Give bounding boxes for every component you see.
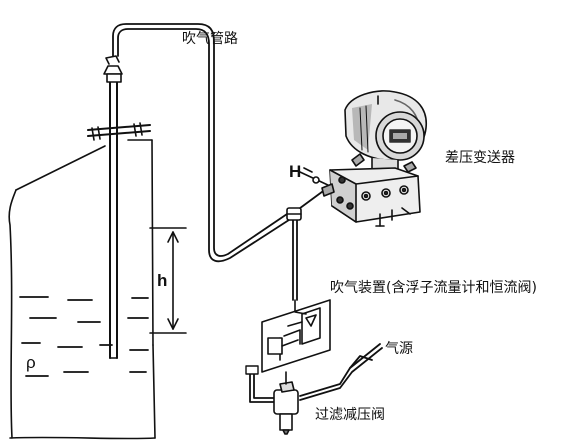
h-connection (299, 167, 331, 187)
label-blow-device: 吹气装置(含浮子流量计和恒流阀) (330, 280, 537, 296)
tank-right-wall (151, 139, 154, 346)
regulator-icon (273, 371, 299, 435)
air-supply-lines (245, 343, 383, 403)
tank-flange (87, 122, 151, 141)
label-dp-transmitter: 差压变送器 (445, 150, 515, 166)
dip-tube (103, 55, 123, 359)
label-high-side: H (289, 162, 302, 181)
dp-transmitter (321, 90, 427, 227)
tee-fitting (286, 207, 302, 221)
level-dimension (149, 227, 187, 334)
liquid-surface (19, 296, 149, 377)
rotameter-icon (301, 307, 321, 345)
tank (8, 139, 156, 440)
tank-top-left (15, 145, 106, 191)
label-blow-pipe: 吹气管路 (182, 31, 238, 47)
tank-bottom (9, 436, 156, 440)
tank-lower-wall (152, 344, 156, 439)
label-air-source: 气源 (385, 341, 413, 357)
label-filter-regulator: 过滤减压阀 (315, 407, 385, 423)
label-density: ρ (26, 353, 36, 372)
blow-device (261, 299, 331, 373)
label-level-h: h (157, 271, 168, 290)
tank-left-wall (8, 189, 17, 439)
